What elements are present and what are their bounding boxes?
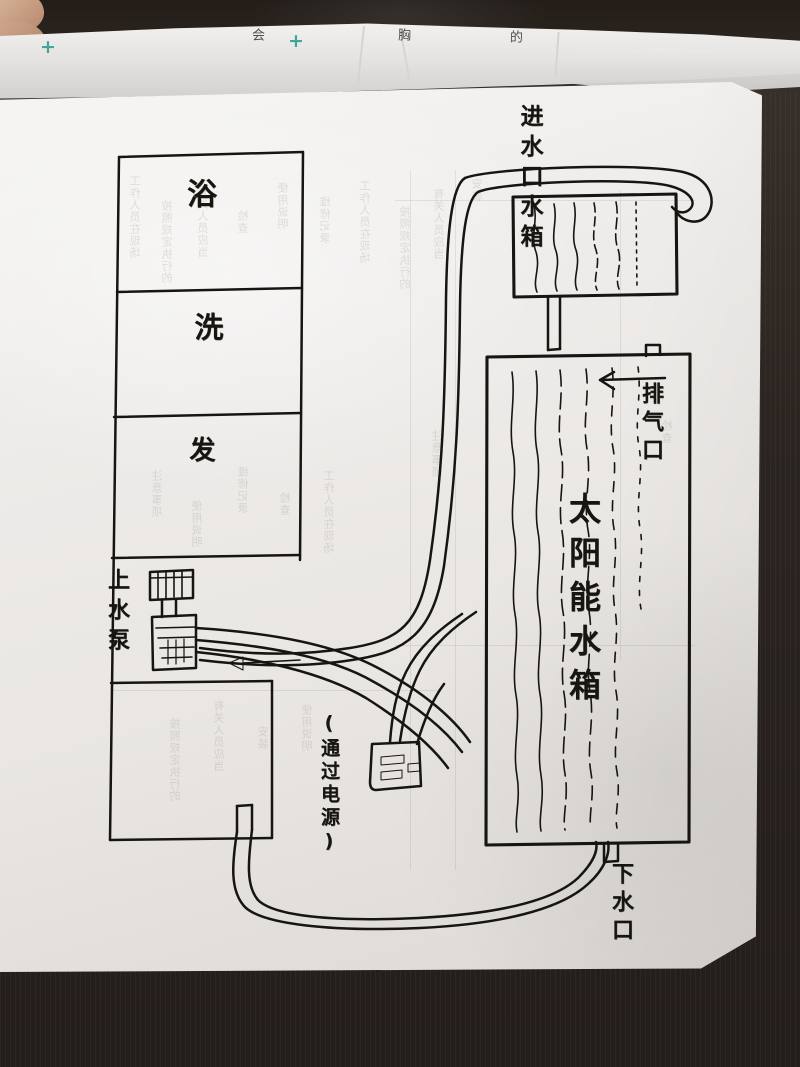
pump-label: 上水泵 bbox=[104, 568, 129, 658]
drain-loop-pipe bbox=[232, 803, 610, 931]
vent-label: 排气口 bbox=[638, 382, 663, 466]
water-pump bbox=[148, 568, 198, 672]
fold-mark-plus-left: + bbox=[40, 36, 56, 58]
solar-tank-label: 太阳能水箱 bbox=[564, 492, 602, 712]
table-cell-label-bath: 浴 bbox=[181, 178, 216, 211]
solar-water-tank bbox=[484, 343, 692, 864]
fold-text-1: 会 bbox=[249, 28, 264, 41]
table-cell-label-hair: 发 bbox=[185, 436, 215, 465]
left-grid-table bbox=[108, 150, 305, 842]
flow-arrow-marker bbox=[228, 656, 301, 671]
ghost-rule bbox=[455, 170, 456, 870]
fold-text-3: 的 bbox=[507, 30, 522, 43]
vent-arrow bbox=[598, 370, 667, 391]
fold-mark-plus-right: + bbox=[288, 30, 304, 52]
fold-text-2: 胸 bbox=[395, 28, 410, 41]
ghost-rule bbox=[395, 645, 695, 646]
ghost-rule bbox=[620, 190, 621, 660]
power-outlet bbox=[368, 610, 478, 792]
pump-outlet-pipes bbox=[194, 626, 472, 770]
drain-label: 下水口 bbox=[608, 862, 633, 946]
table-cell-label-wash: 洗 bbox=[190, 312, 224, 344]
inlet-pipe bbox=[198, 165, 713, 667]
ghost-rule bbox=[410, 170, 411, 870]
ghost-rule bbox=[395, 200, 695, 201]
inlet-tank-label: 进水口水箱 bbox=[516, 104, 542, 254]
ghost-rule bbox=[110, 690, 440, 691]
inlet-water-tank bbox=[511, 192, 679, 352]
power-label: (通过电源) bbox=[318, 712, 340, 856]
